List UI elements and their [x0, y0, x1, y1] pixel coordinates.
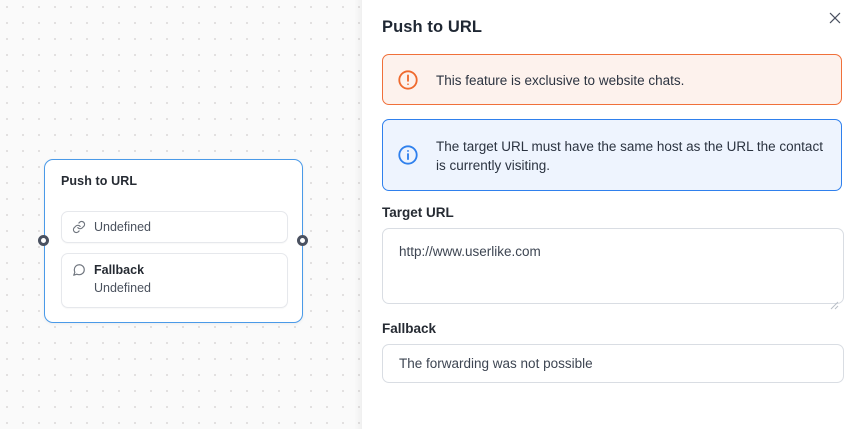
- settings-panel: Push to URL This feature is exclusive to…: [362, 0, 862, 429]
- info-circle-icon: [397, 144, 419, 166]
- node-row-target-url[interactable]: Undefined: [61, 211, 288, 243]
- target-url-input[interactable]: [382, 228, 844, 304]
- target-url-label: Target URL: [382, 205, 454, 220]
- alert-info-text: The target URL must have the same host a…: [436, 138, 823, 173]
- page-title: Push to URL: [382, 17, 483, 36]
- node-row-fallback[interactable]: Fallback Undefined: [61, 253, 288, 308]
- link-icon: [71, 219, 87, 235]
- node-row-target-url-value: Undefined: [94, 220, 151, 234]
- fallback-label: Fallback: [382, 321, 437, 336]
- close-button[interactable]: [822, 5, 848, 31]
- panel-header: Push to URL: [382, 0, 842, 54]
- alert-info: The target URL must have the same host a…: [382, 119, 842, 191]
- fallback-input[interactable]: [382, 344, 844, 383]
- node-input-handle[interactable]: [38, 235, 49, 246]
- alert-warning: This feature is exclusive to website cha…: [382, 54, 842, 105]
- node-title: Push to URL: [61, 174, 138, 188]
- alert-warning-text: This feature is exclusive to website cha…: [436, 72, 685, 88]
- panel-edge-shadow: [354, 0, 362, 429]
- target-url-field-wrap: [382, 228, 844, 310]
- chat-bubble-icon: [71, 262, 87, 278]
- flow-node-push-to-url[interactable]: Push to URL Undefined: [44, 159, 303, 323]
- flow-canvas[interactable]: Push to URL Undefined: [0, 0, 362, 429]
- node-row-fallback-value: Undefined: [94, 281, 151, 295]
- alert-circle-icon: [397, 69, 419, 91]
- node-row-fallback-label: Fallback: [94, 263, 145, 277]
- node-output-handle[interactable]: [297, 235, 308, 246]
